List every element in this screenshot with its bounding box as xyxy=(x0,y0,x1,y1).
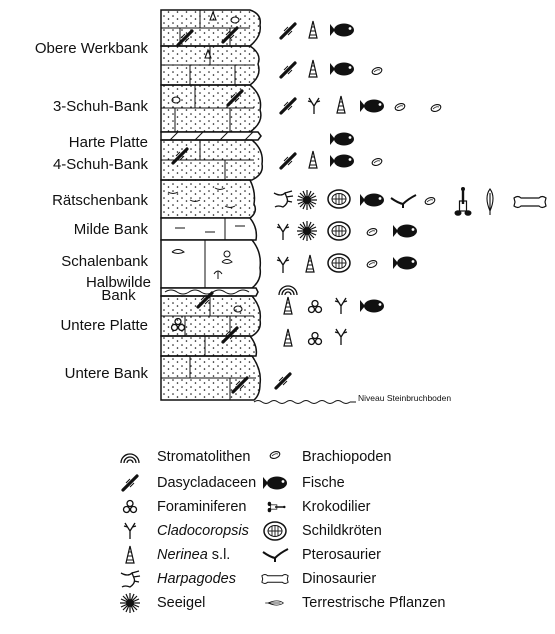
pterosaur-icon xyxy=(258,545,292,565)
legend-item-harpagodes: Harpagodes xyxy=(113,569,236,589)
legend-item-stromatolithen: Stromatolithen xyxy=(113,447,251,467)
legend-item-seeigel: Seeigel xyxy=(113,593,205,613)
legend-label: Seeigel xyxy=(157,595,205,611)
occ-raetschenbank xyxy=(274,187,546,216)
legend-label-suffix: s.l. xyxy=(208,547,231,563)
legend-label: Stromatolithen xyxy=(157,449,251,465)
occ-obere-werkbank-bottom xyxy=(281,60,383,77)
occ-untere-platte-bottom xyxy=(284,329,347,346)
cladocoropsis-icon xyxy=(113,521,147,541)
fish-icon xyxy=(258,473,292,493)
legend-label: Schildkröten xyxy=(302,523,382,539)
legend-item-pterosaurier: Pterosaurier xyxy=(258,545,381,565)
legend-label-genus: Nerinea xyxy=(157,547,208,563)
legend-item-krokodilier: Krokodilier xyxy=(258,497,371,517)
occ-harte-platte xyxy=(330,133,354,146)
legend-label: Foraminiferen xyxy=(157,499,246,515)
legend-item-dinosaurier: Dinosaurier xyxy=(258,569,376,589)
sea-urchin-icon xyxy=(113,593,147,613)
occ-4-schuh-bank xyxy=(281,151,383,168)
legend-item-fische: Fische xyxy=(258,473,345,493)
legend-item-dasycladaceen: Dasycladaceen xyxy=(113,473,256,493)
legend-item-cladocoropsis: Cladocoropsis xyxy=(113,521,249,541)
legend-label: Krokodilier xyxy=(302,499,371,515)
fossil-occurrences xyxy=(274,21,546,388)
legend-item-nerinea: Nerinea s.l. xyxy=(113,545,230,565)
legend-label: Pterosaurier xyxy=(302,547,381,563)
ground-level-line xyxy=(254,401,356,404)
legend-item-schildkroeten: Schildkröten xyxy=(258,521,382,541)
occ-untere-bank xyxy=(276,374,290,388)
legend-item-brachiopoden: Brachiopoden xyxy=(258,447,392,467)
occ-milde-bank xyxy=(277,221,417,241)
legend-label: Fische xyxy=(302,475,345,491)
occ-obere-werkbank-top xyxy=(281,21,354,38)
occ-3-schuh-bank xyxy=(281,96,442,114)
dasycladacean-icon xyxy=(113,473,147,493)
occ-halbwilde-bank xyxy=(279,286,297,295)
legend-label: Nerinea s.l. xyxy=(157,547,230,563)
occ-schalenbank xyxy=(277,254,417,273)
stromatolith-icon xyxy=(113,447,147,467)
plant-icon xyxy=(258,593,292,613)
legend-label: Harpagodes xyxy=(157,571,236,587)
nerinea-icon xyxy=(113,545,147,565)
occ-untere-platte-top xyxy=(284,297,384,314)
column-beds xyxy=(161,10,262,400)
legend-label: Terrestrische Pflanzen xyxy=(302,595,445,611)
turtle-icon xyxy=(258,521,292,541)
legend-label: Dasycladaceen xyxy=(157,475,256,491)
base-level-label: Niveau Steinbruchboden xyxy=(358,393,451,403)
legend-label: Brachiopoden xyxy=(302,449,392,465)
legend-item-foraminiferen: Foraminiferen xyxy=(113,497,246,517)
foraminifera-icon xyxy=(113,497,147,517)
brachiopod-icon xyxy=(258,447,292,467)
dinosaur-icon xyxy=(258,569,292,589)
legend-item-terrestrische-pflanzen: Terrestrische Pflanzen xyxy=(258,593,445,613)
stratigraphic-column xyxy=(0,0,555,410)
legend-label: Dinosaurier xyxy=(302,571,376,587)
crocodile-icon xyxy=(258,497,292,517)
legend-label: Cladocoropsis xyxy=(157,523,249,539)
harpagodes-icon xyxy=(113,569,147,589)
